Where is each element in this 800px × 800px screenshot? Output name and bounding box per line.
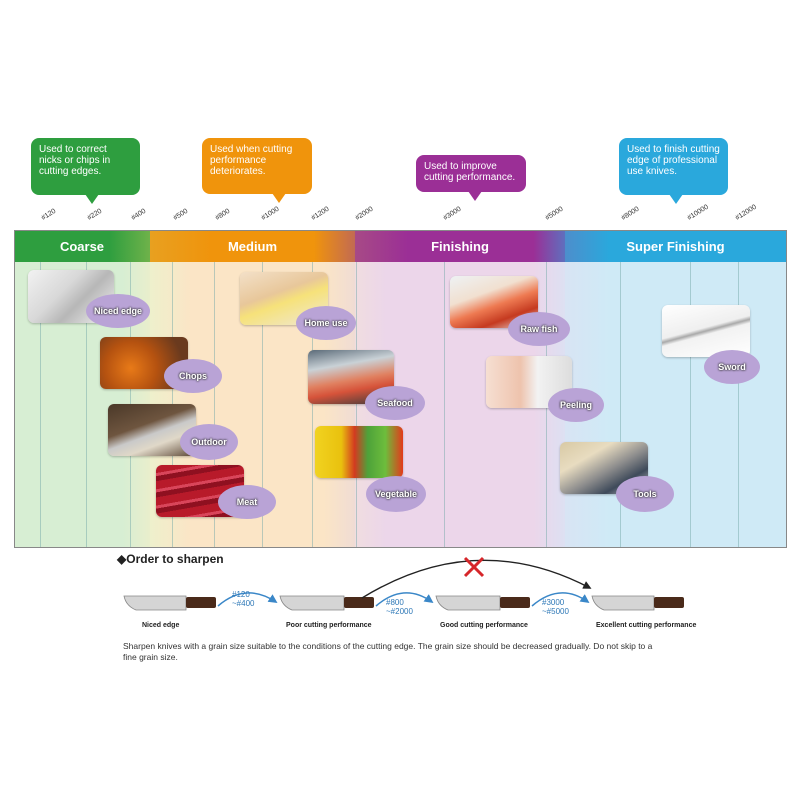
header-medium: Medium [150,230,355,262]
header-medium-label: Medium [227,238,278,254]
grid-line [262,262,263,547]
label-sword: Sword [704,350,760,384]
grit-step-3: #3000~#5000 [542,598,569,616]
label-peeling: Peeling [548,388,604,422]
grid-line [620,262,621,547]
grit-step-2: #800~#2000 [386,598,413,616]
label-outdoor: Outdoor [180,424,238,460]
header-super-finishing-label: Super Finishing [626,238,725,254]
header-coarse-label: Coarse [59,238,105,254]
cross-icon [463,556,485,578]
knife-caption: Good cutting performance [440,622,528,629]
grid-line [86,262,87,547]
grid-line [40,262,41,547]
grid-line [738,262,739,547]
sharpen-note: Sharpen knives with a grain size suitabl… [123,641,653,662]
knife-caption: Excellent cutting performance [596,622,697,629]
label-home-use: Home use [296,306,356,340]
grit-step-1: #120~#400 [232,590,255,608]
knife-caption: Niced edge [142,622,180,629]
label-seafood: Seafood [365,386,425,420]
step-arrow-icon [375,592,434,607]
label-tools: Tools [616,476,674,512]
grid-line [214,262,215,547]
skip-arrow-icon [361,559,592,599]
grid-line [356,262,357,547]
chart-border [14,230,787,548]
bubble-coarse: Used to correct nicks or chips in cuttin… [31,138,140,204]
bubble-medium: Used when cutting performance deteriorat… [202,138,312,203]
knife-icon [591,595,684,611]
knife-icon [435,595,530,611]
step-arrow-icon [217,592,278,607]
header-super-finishing: Super Finishing [565,230,786,262]
header-finishing: Finishing [355,230,565,262]
label-raw-fish: Raw fish [508,312,570,346]
bubble-finishing: Used to improve cutting performance. [416,155,526,201]
grid-line [690,262,691,547]
grid-line [444,262,445,547]
header-finishing-label: Finishing [431,238,489,254]
step-arrow-icon [531,592,590,607]
header-coarse: Coarse [14,230,150,262]
knife-caption: Poor cutting performance [286,622,372,629]
bubble-super-finishing: Used to finish cutting edge of professio… [619,138,728,204]
label-meat: Meat [218,485,276,519]
knife-icon [279,595,374,611]
photo-vegetable [315,426,403,478]
label-vegetable: Vegetable [366,476,426,512]
knife-icon [123,595,216,611]
label-chops: Chops [164,359,222,393]
photo-sword [662,305,750,357]
grid-line [312,262,313,547]
order-title: ◆Order to sharpen [117,552,224,566]
label-niced-edge: Niced edge [86,294,150,328]
